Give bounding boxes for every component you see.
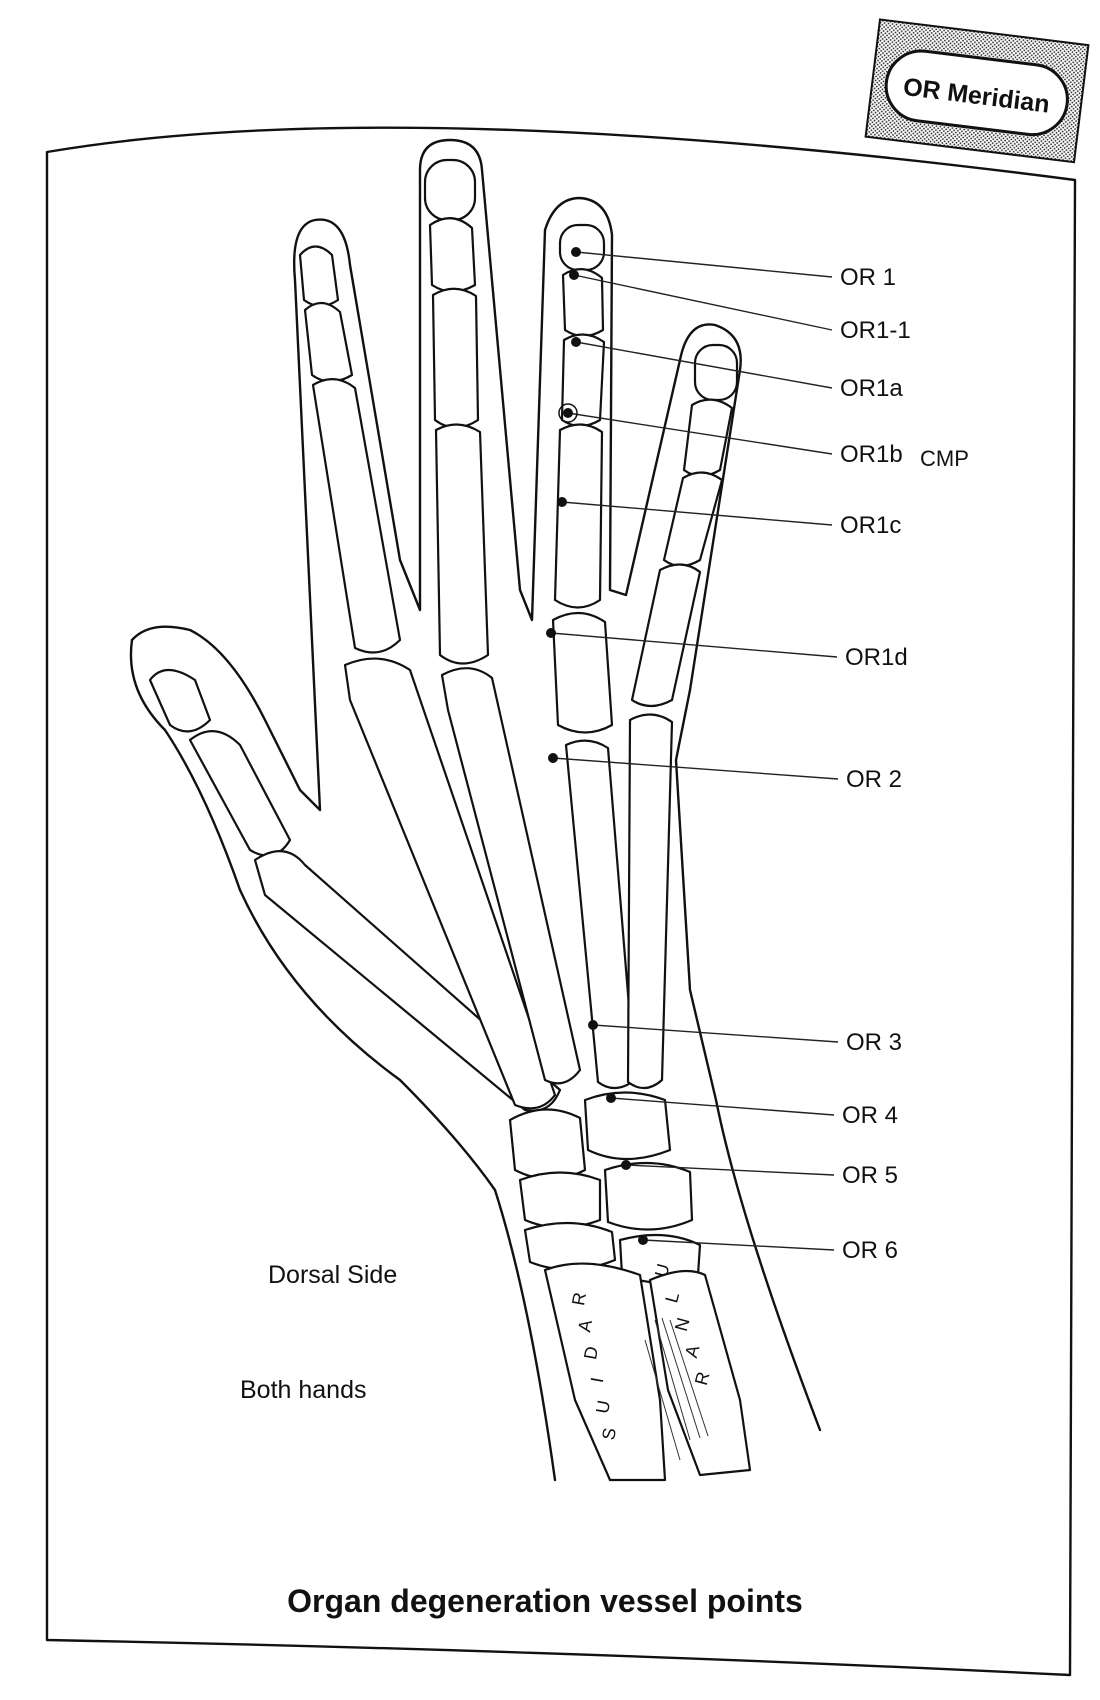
leader-line xyxy=(550,632,838,658)
hand-outline xyxy=(130,138,822,1482)
point-label: OR 6 xyxy=(842,1237,898,1264)
meridian-badge: OR Meridian xyxy=(864,18,1090,164)
thumb-bones xyxy=(148,668,562,1112)
acupoint-or1b: OR1b CMP xyxy=(558,403,969,471)
forearm-bones xyxy=(543,1262,752,1482)
leader-line xyxy=(552,757,839,780)
leader-line xyxy=(573,274,833,331)
bone-letter: U xyxy=(651,1262,674,1280)
leader-line xyxy=(642,1239,835,1251)
bone-letter: R xyxy=(691,1370,714,1388)
bone-letter: I xyxy=(587,1376,608,1384)
diagram-caption: Organ degeneration vessel points xyxy=(287,1583,803,1619)
leader-line xyxy=(561,501,833,526)
point-ring xyxy=(558,403,578,423)
bone-letter: L xyxy=(661,1290,683,1305)
acupoint-or1c: OR1c xyxy=(557,497,901,539)
leader-line xyxy=(592,1024,839,1043)
interosseous-hatching xyxy=(644,1317,709,1461)
bone-letter: U xyxy=(592,1399,614,1415)
carpal-bones xyxy=(508,1091,702,1284)
point-label: OR1-1 xyxy=(840,317,911,344)
page-frame xyxy=(45,126,1077,1677)
acupoint-or1: OR 1 xyxy=(571,247,896,291)
acupoint-or5: OR 5 xyxy=(621,1160,898,1189)
acupoint-or4: OR 4 xyxy=(606,1093,898,1129)
point-marker xyxy=(588,1020,598,1030)
middle-finger-bones xyxy=(423,158,582,1085)
point-marker xyxy=(569,270,579,280)
acupoint-or1-1: OR1-1 xyxy=(569,270,911,344)
both-hands-note: Both hands xyxy=(240,1376,367,1404)
leader-line xyxy=(610,1097,835,1116)
point-label: OR1b xyxy=(840,441,903,468)
little-finger-bones xyxy=(626,343,739,1090)
leader-line xyxy=(625,1164,835,1176)
ring-finger-bones xyxy=(551,223,637,1090)
point-label: OR 5 xyxy=(842,1162,898,1189)
point-marker xyxy=(571,247,581,257)
point-label: OR1d xyxy=(845,644,908,671)
point-marker xyxy=(571,337,581,347)
thumb-outline xyxy=(129,638,242,892)
bone-letter: A xyxy=(681,1343,703,1360)
point-label: OR 1 xyxy=(840,264,896,291)
point-label: OR1a xyxy=(840,375,903,402)
point-marker xyxy=(606,1093,616,1103)
acupoint-or1a: OR1a xyxy=(571,337,903,402)
radius-label: RAD I US xyxy=(568,1291,620,1442)
dorsal-side-note: Dorsal Side xyxy=(268,1261,397,1289)
point-marker xyxy=(563,408,573,418)
point-marker xyxy=(546,628,556,638)
index-finger-bones xyxy=(298,245,557,1110)
bone-letter: R xyxy=(568,1291,590,1307)
acupoint-or1d: OR1d xyxy=(546,628,908,671)
bone-letter: D xyxy=(580,1345,602,1361)
bone-letter: N xyxy=(671,1316,694,1334)
leader-line xyxy=(575,341,833,389)
bone-letter: A xyxy=(574,1318,596,1333)
point-marker xyxy=(621,1160,631,1170)
acupoint-or6: OR 6 xyxy=(638,1235,898,1264)
bone-letter: S xyxy=(598,1426,620,1441)
point-note: CMP xyxy=(920,446,969,471)
point-marker xyxy=(638,1235,648,1245)
acupoint-or2: OR 2 xyxy=(548,753,902,793)
leader-line xyxy=(575,251,833,278)
point-label: OR 2 xyxy=(846,766,902,793)
point-label: OR1c xyxy=(840,512,901,539)
leader-line xyxy=(567,412,833,455)
acupoint-or3: OR 3 xyxy=(588,1020,902,1056)
point-marker xyxy=(548,753,558,763)
point-label: OR 3 xyxy=(846,1029,902,1056)
point-marker xyxy=(557,497,567,507)
point-label: OR 4 xyxy=(842,1102,898,1129)
